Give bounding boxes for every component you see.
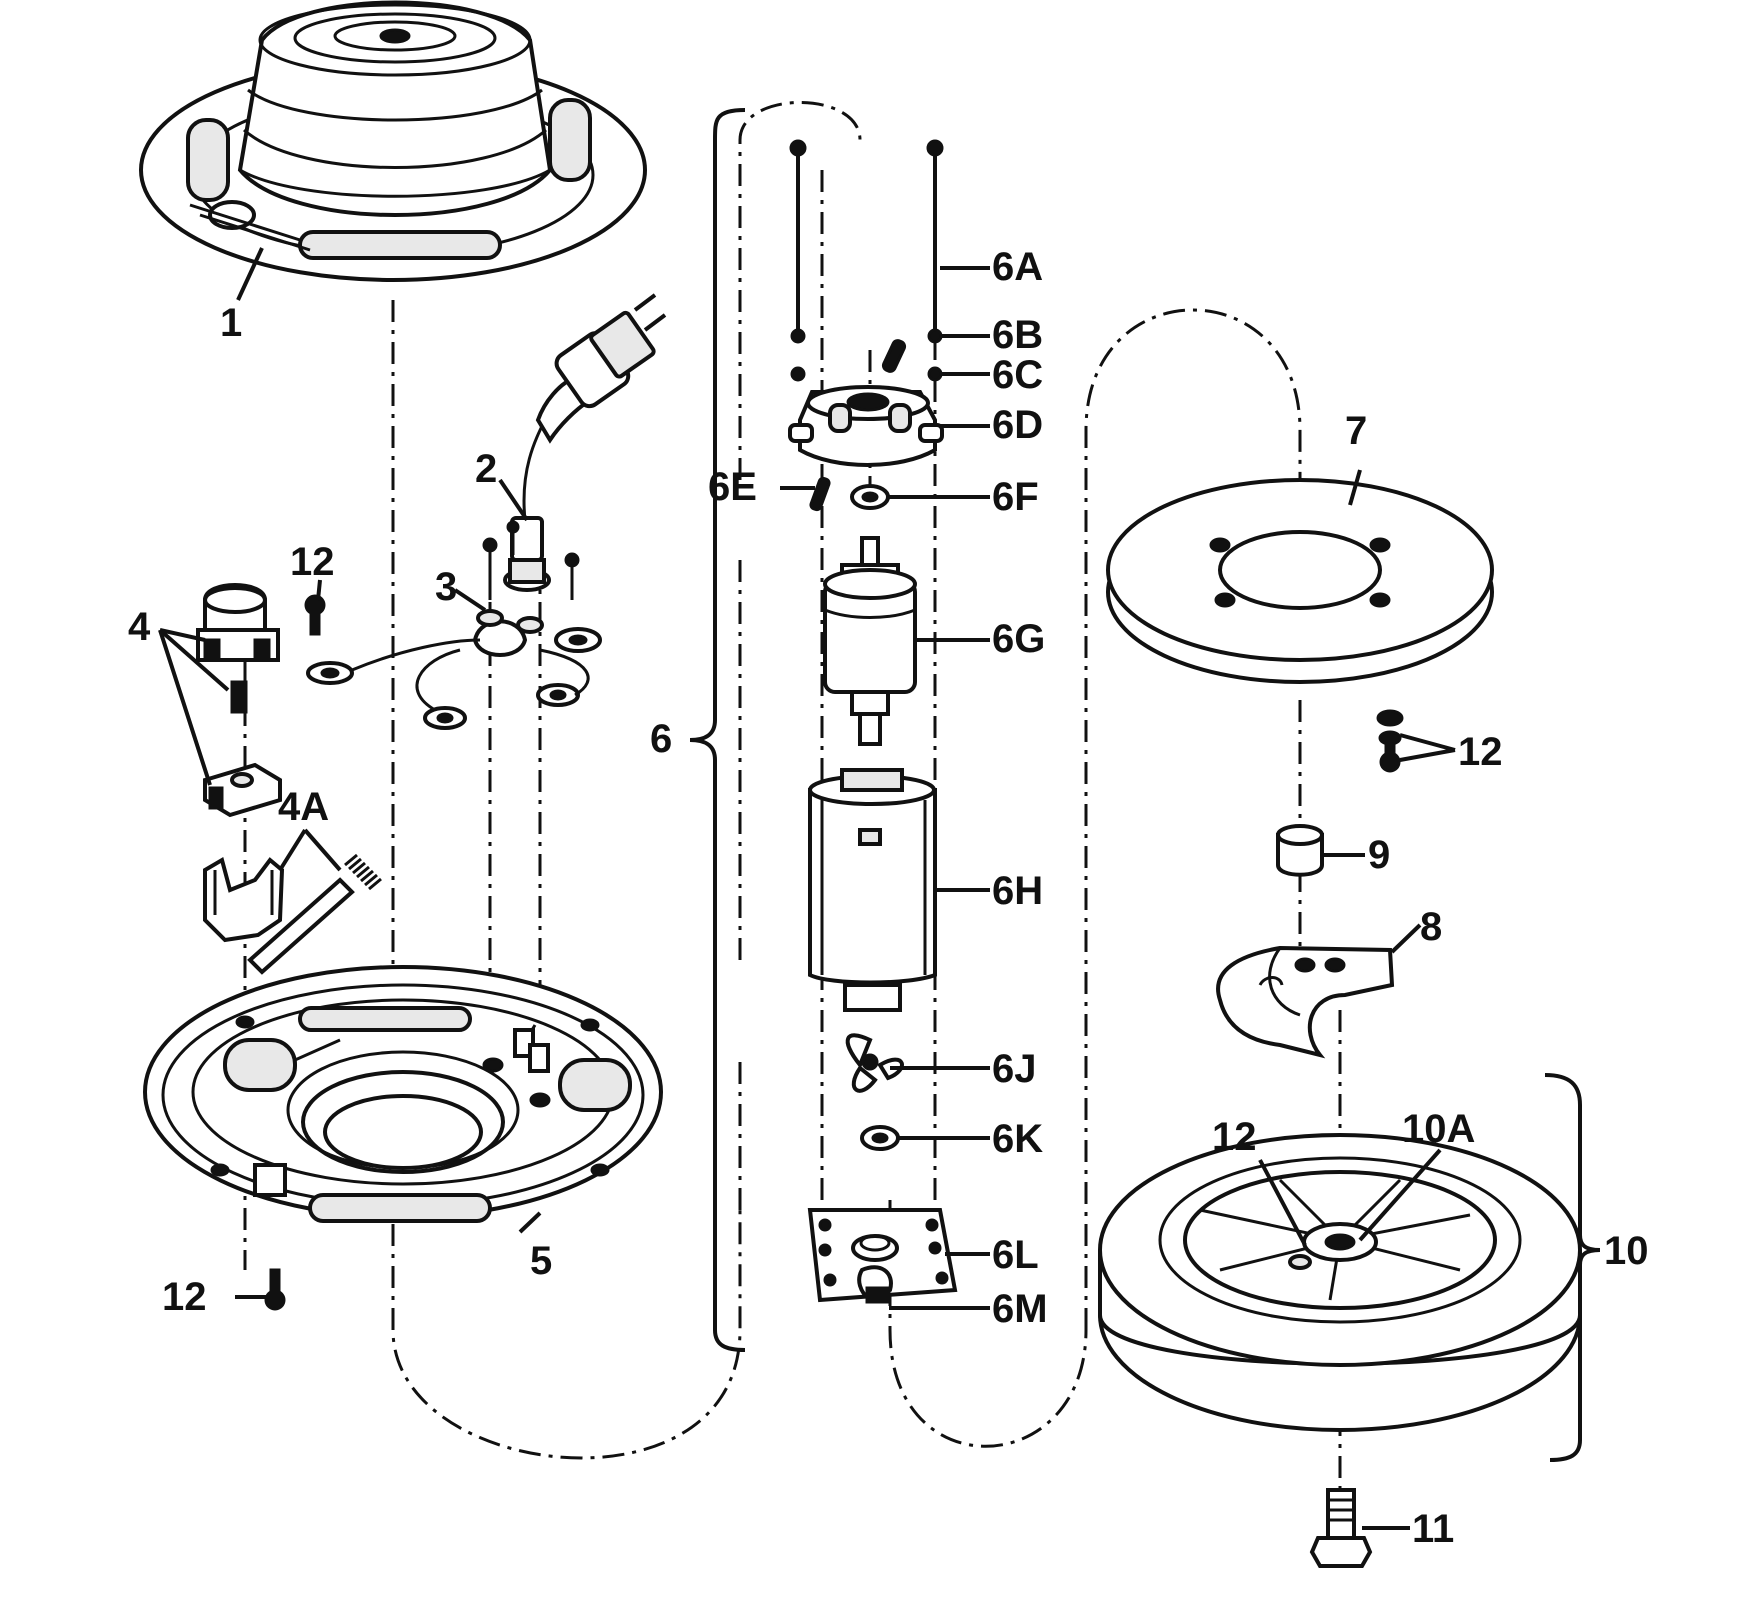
label-4: 4: [128, 605, 151, 649]
label-6h: 6H: [992, 869, 1043, 913]
part-6a-through-bolts: [789, 139, 944, 335]
part-6l-bottom-plate: [807, 1208, 958, 1303]
part-8-cam: [1216, 945, 1395, 1059]
label-4a: 4A: [278, 785, 329, 829]
label-3: 3: [435, 565, 457, 609]
part-12-screws: [264, 594, 1404, 1311]
part-6b-6c-washers: [790, 328, 943, 382]
part-7-mounting-disc: [1106, 478, 1494, 684]
label-12-wheel-screw: 12: [1212, 1115, 1257, 1159]
part-number-labels: 1 2 3 12 4 4A 5 12 6 6A 6B 6C 6D 6E 6F 6…: [128, 245, 1649, 1551]
label-6b: 6B: [992, 313, 1043, 357]
label-10: 10: [1604, 1229, 1649, 1273]
part-3-terminal-wiring: [306, 520, 602, 730]
label-10a: 10A: [1402, 1107, 1475, 1151]
label-6j: 6J: [992, 1047, 1037, 1091]
leader-lines: [158, 247, 1456, 1530]
label-8: 8: [1420, 905, 1442, 949]
part-4a-knob-and-spring: [203, 853, 382, 975]
part-10-wheel: [1098, 1133, 1582, 1432]
group-6-bracket: [689, 108, 746, 1352]
label-6g: 6G: [992, 617, 1045, 661]
label-6m: 6M: [992, 1287, 1048, 1331]
part-6f-washer: [850, 484, 890, 510]
label-12-switch-screw: 12: [290, 540, 335, 584]
label-6e: 6E: [708, 465, 757, 509]
part-6j-fan: [845, 1033, 904, 1093]
group-10-bracket: [1544, 1073, 1601, 1462]
label-6l: 6L: [992, 1233, 1039, 1277]
part-9-spacer: [1276, 824, 1324, 877]
label-7: 7: [1345, 409, 1367, 453]
part-11-bolt: [1309, 1488, 1373, 1568]
part-6d-end-bell: [788, 385, 944, 467]
label-6c: 6C: [992, 353, 1043, 397]
part-6k-washer: [860, 1125, 900, 1151]
label-6d: 6D: [992, 403, 1043, 447]
label-9: 9: [1368, 833, 1390, 877]
part-1-motor-housing: [139, 0, 647, 282]
label-6a: 6A: [992, 245, 1043, 289]
label-12-base-screw: 12: [162, 1275, 207, 1319]
part-6g-armature: [823, 536, 917, 746]
label-6k: 6K: [992, 1117, 1043, 1161]
label-12-disc-screw: 12: [1458, 730, 1503, 774]
part-2-power-cord: [503, 293, 667, 592]
label-5: 5: [530, 1239, 552, 1283]
part-4-switch-assembly: [196, 583, 282, 818]
part-6m-clip: [857, 1265, 893, 1304]
part-6e-brush: [809, 476, 831, 512]
part-6h-field-housing: [808, 768, 937, 1012]
label-11: 11: [1412, 1507, 1454, 1551]
label-1: 1: [220, 301, 242, 345]
part-5-base-plate: [143, 965, 663, 1223]
label-2: 2: [475, 447, 497, 491]
label-6f: 6F: [992, 475, 1039, 519]
label-6: 6: [650, 717, 672, 761]
